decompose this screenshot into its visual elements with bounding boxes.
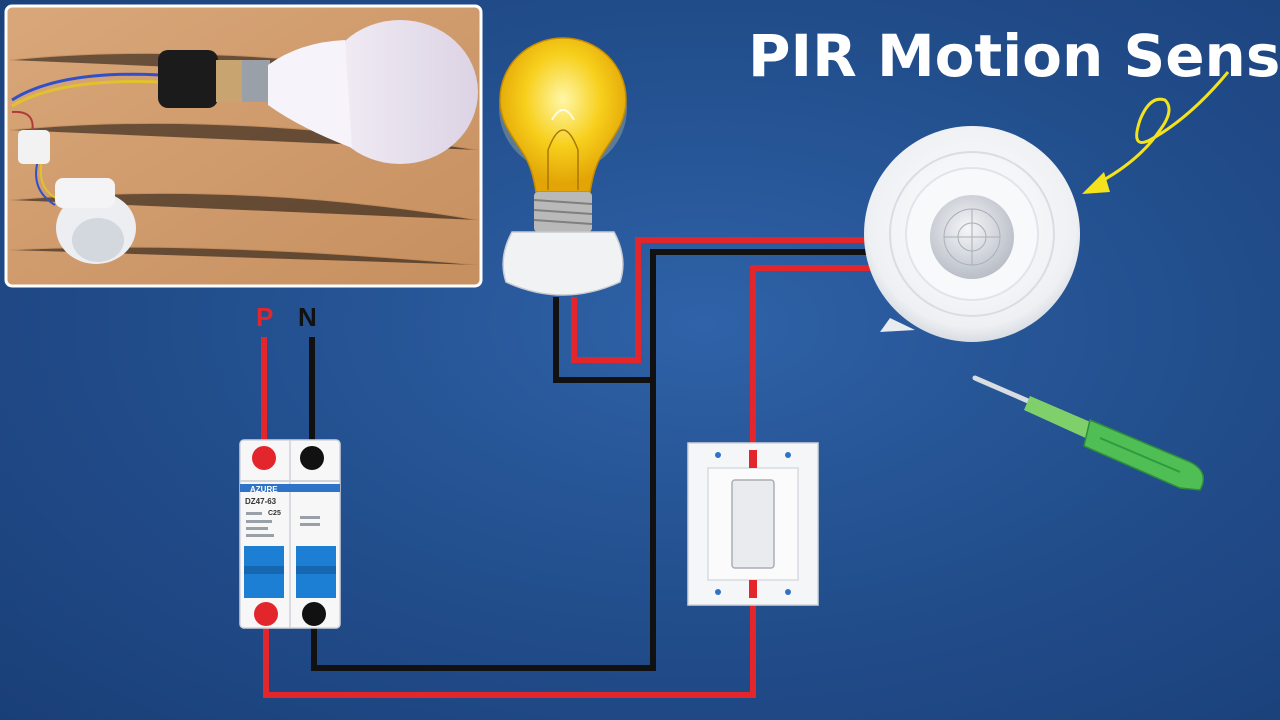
breaker-model: DZ47-63 [245, 497, 277, 506]
pointer-arrow [1082, 71, 1230, 194]
neutral-wire-to-sensor [650, 249, 873, 383]
circuit-breaker-icon [239, 439, 341, 629]
switch-icon [687, 442, 819, 606]
breaker-phase-input-terminal [252, 446, 276, 470]
breaker-rating: C25 [268, 510, 281, 517]
light-bulb-icon [499, 37, 627, 296]
photo-inset [4, 4, 483, 288]
breaker-neutral-output-terminal [302, 602, 326, 626]
phase-wire-switch-to-sensor [750, 265, 873, 458]
pir-sensor-icon [864, 126, 1080, 342]
neutral-label: N [298, 302, 317, 332]
neutral-wire-breaker-to-junction [311, 297, 656, 671]
load-wire-sensor-to-lamp [571, 237, 873, 363]
breaker-brand: AZURE [250, 485, 278, 494]
photo-led-bulb [322, 20, 478, 164]
phase-wire-breaker-to-switch [263, 579, 756, 698]
page-title: PIR Motion Sensor [748, 22, 1280, 90]
breaker-neutral-input-terminal [300, 446, 324, 470]
wires [261, 237, 873, 698]
breaker-phase-output-terminal [254, 602, 278, 626]
screwdriver-tester-icon [972, 375, 1205, 491]
phase-label: P [256, 302, 273, 332]
